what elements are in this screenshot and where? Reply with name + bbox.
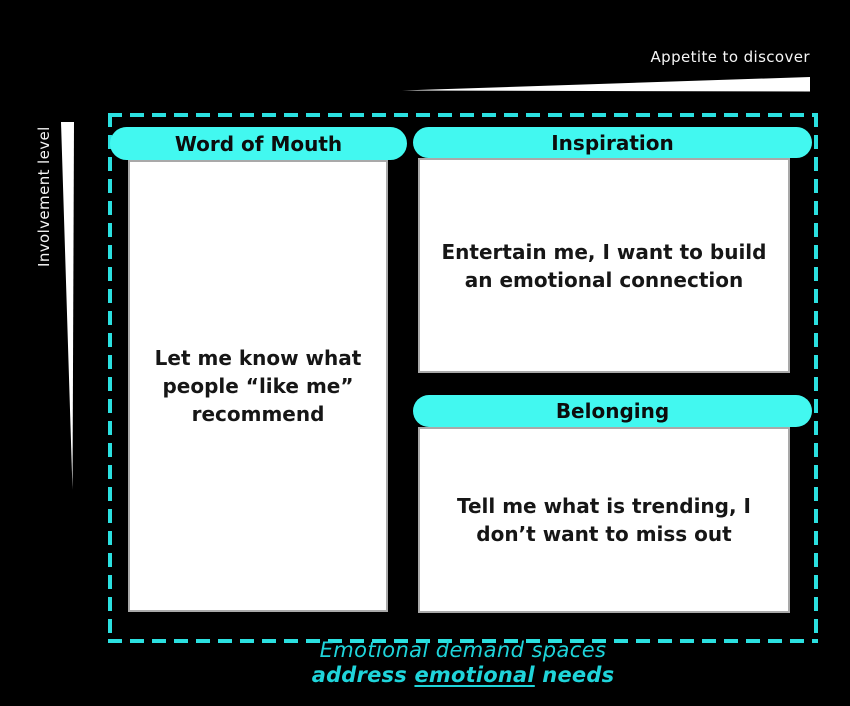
appetite-arrow-icon xyxy=(402,77,810,92)
inspiration-title-pill: Inspiration xyxy=(413,127,812,158)
card-word-of-mouth: Let me know what people “like me” recomm… xyxy=(128,160,388,612)
boundary-edge-right xyxy=(814,113,818,643)
caption-line-2: address emotional needs xyxy=(108,663,818,688)
belonging-body-text: Tell me what is trending, I don’t want t… xyxy=(456,494,751,546)
inspiration-body-text: Entertain me, I want to build an emotion… xyxy=(441,239,767,292)
involvement-arrow-icon xyxy=(61,122,74,490)
caption-line2-prefix: address xyxy=(311,662,415,687)
boundary-edge-bottom xyxy=(108,639,818,643)
caption-line2-suffix: needs xyxy=(534,662,615,687)
inspiration-title: Inspiration xyxy=(551,130,674,155)
appetite-axis-label: Appetite to discover xyxy=(650,48,810,66)
belonging-title-pill: Belonging xyxy=(413,395,812,427)
caption-line2-underlined-word: emotional xyxy=(414,662,535,687)
belonging-title: Belonging xyxy=(555,399,670,423)
demand-space-boundary xyxy=(108,113,818,643)
card-belonging: Tell me what is trending, I don’t want t… xyxy=(418,427,790,613)
boundary-edge-top xyxy=(108,113,818,117)
word-of-mouth-title: Word of Mouth xyxy=(174,131,343,156)
boundary-edge-left xyxy=(108,113,112,643)
caption-line-1: Emotional demand spaces xyxy=(319,638,607,662)
involvement-axis-label: Involvement level xyxy=(35,126,53,268)
diagram-caption: Emotional demand spaces address emotiona… xyxy=(108,638,818,688)
word-of-mouth-body-text: Let me know what people “like me” recomm… xyxy=(154,346,362,426)
card-inspiration: Entertain me, I want to build an emotion… xyxy=(418,158,790,373)
word-of-mouth-title-pill: Word of Mouth xyxy=(110,127,407,160)
